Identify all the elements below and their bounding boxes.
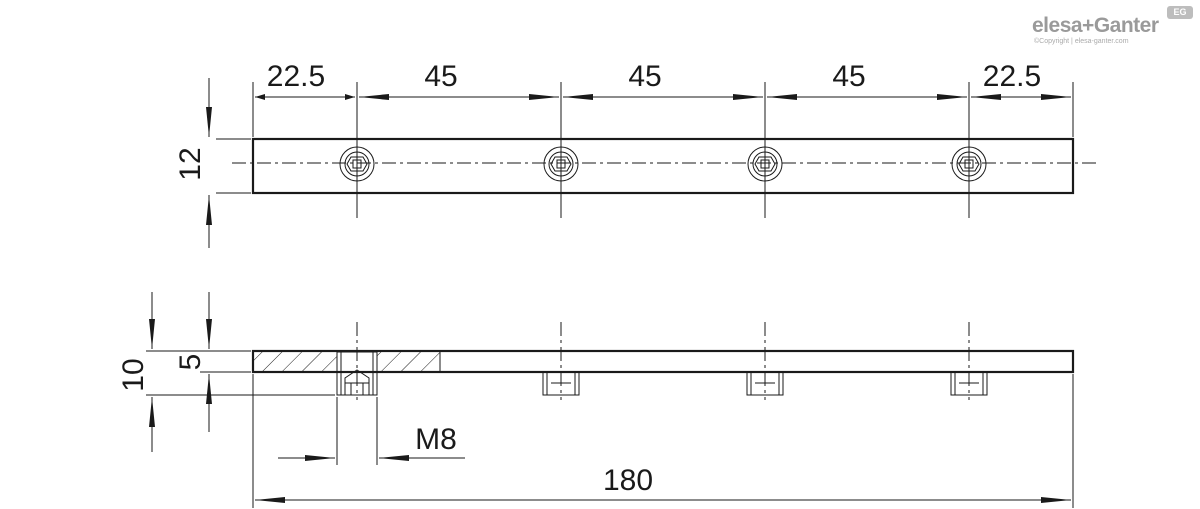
brand-copyright: ©Copyright | elesa-ganter.com	[1034, 38, 1129, 45]
dim-label: 5	[174, 354, 207, 371]
brand-badge-icon: EG	[1167, 6, 1193, 19]
side-view: 10 5 M8 180	[117, 292, 1075, 508]
dim-label: 45	[424, 60, 457, 93]
dim-label: M8	[415, 423, 457, 456]
set-screw-section-icon	[336, 351, 378, 396]
top-view: 22.5 45 45 45 22.5	[174, 60, 1100, 248]
screw-head-icon	[543, 146, 579, 182]
side-view-outline	[251, 349, 1075, 374]
dim-label: 22.5	[983, 60, 1041, 93]
screw-head-icon	[339, 146, 375, 182]
set-screw-icon	[746, 371, 784, 396]
dim-label: 12	[174, 147, 207, 180]
dim-label: 180	[603, 464, 653, 497]
dim-label: 10	[117, 358, 150, 391]
brand-logo: elesa+Ganter EG ©Copyright | elesa-gante…	[1030, 6, 1200, 46]
screw-head-icon	[747, 146, 783, 182]
top-view-outline	[251, 137, 1075, 195]
brand-name: elesa+Ganter	[1032, 14, 1159, 37]
set-screw-icon	[542, 371, 580, 396]
dim-label: 22.5	[267, 60, 325, 93]
screw-head-icon	[951, 146, 987, 182]
dim-label: 45	[628, 60, 661, 93]
dim-label: 45	[832, 60, 865, 93]
set-screw-icon	[950, 371, 988, 396]
